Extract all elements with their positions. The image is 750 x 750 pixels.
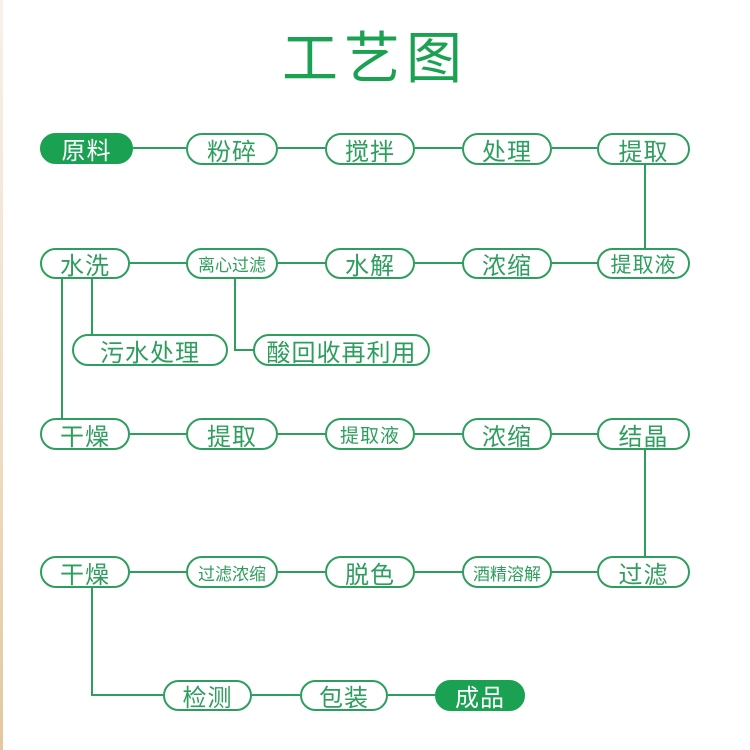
node-extraction-2: 提取: [186, 418, 278, 451]
connector-centrifugal-acidrecovery: [234, 278, 253, 351]
node-hydrolysis: 水解: [325, 248, 415, 280]
node-extract-liquid-1: 提取液: [597, 248, 690, 279]
node-extraction-1: 提取: [597, 133, 690, 166]
node-centrifugal-filtration: 离心过滤: [186, 248, 278, 279]
node-inspection: 检测: [163, 680, 252, 712]
node-raw-material: 原料: [40, 133, 133, 165]
node-decolorization: 脱色: [325, 556, 415, 589]
node-filter-concentrate: 过滤浓缩: [186, 556, 278, 588]
node-crystallization: 结晶: [597, 418, 690, 451]
node-stirring: 搅拌: [325, 133, 415, 166]
node-filtration: 过滤: [597, 556, 690, 589]
node-acid-recovery: 酸回收再利用: [253, 334, 430, 367]
node-concentration-1: 浓缩: [462, 248, 552, 280]
node-packaging: 包装: [300, 680, 388, 712]
node-drying-2: 干燥: [40, 556, 130, 589]
connector-drying2-inspection: [91, 588, 163, 696]
node-finished-product: 成品: [435, 680, 525, 712]
node-treatment: 处理: [462, 133, 552, 166]
diagram-title: 工艺图: [282, 27, 468, 92]
node-water-washing: 水洗: [40, 248, 130, 280]
node-drying-1: 干燥: [40, 418, 130, 451]
node-sewage-treatment: 污水处理: [72, 334, 228, 367]
node-extract-liquid-2: 提取液: [325, 418, 415, 450]
node-alcohol-dissolution: 酒精溶解: [462, 556, 552, 588]
node-crushing: 粉碎: [186, 133, 278, 166]
node-concentration-2: 浓缩: [462, 418, 552, 451]
left-edge-strip: [0, 0, 3, 750]
